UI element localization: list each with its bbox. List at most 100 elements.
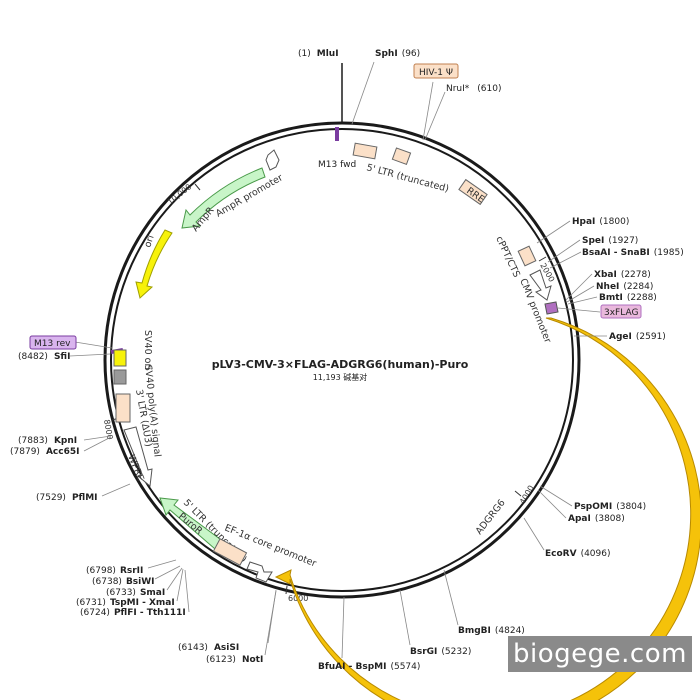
- site-tspmi[interactable]: (6731)TspMI - XmaI: [76, 568, 184, 608]
- site-pos-agei: (2591): [636, 332, 666, 342]
- site-pspomi[interactable]: PspOMI(3804): [539, 485, 646, 512]
- svg-text:SphI(96): SphI(96): [375, 49, 420, 59]
- primer-m13fwd[interactable]: [335, 127, 339, 141]
- feature-ef1a-arrow[interactable]: [246, 561, 273, 583]
- svg-text:SpeI(1927): SpeI(1927): [582, 236, 638, 246]
- feature-ltr3-box[interactable]: [115, 393, 131, 423]
- site-name-sfii: SfiI: [54, 352, 71, 362]
- site-bmgbi[interactable]: BmgBI (4824): [443, 569, 525, 636]
- svg-text:EcoRV(4096): EcoRV(4096): [545, 549, 611, 559]
- site-name-xbai: XbaI: [594, 270, 617, 280]
- feature-ampr-arrow[interactable]: [181, 167, 266, 229]
- feature-cppt-box[interactable]: [517, 245, 537, 267]
- site-mlui[interactable]: (1) MluI: [298, 49, 343, 124]
- site-rsrii[interactable]: (6798)RsrII: [86, 559, 177, 576]
- site-pos-mlui: (1): [298, 49, 311, 59]
- feature-rre-box[interactable]: [458, 178, 488, 206]
- site-bsrgi[interactable]: BsrGI(5232): [399, 589, 471, 657]
- feature-hiv-box[interactable]: [391, 147, 412, 166]
- site-pflfi[interactable]: (6724)PflFI - Tth111I: [80, 569, 190, 618]
- plasmid-title: pLV3-CMV-3×FLAG-ADGRG6(human)-Puro: [212, 358, 469, 371]
- feature-cmv-arrow[interactable]: [529, 269, 552, 301]
- primer-label-m13fwd: M13 fwd: [318, 160, 356, 170]
- site-pos-noti: (6123): [206, 655, 236, 665]
- svg-text:(6733)SmaI: (6733)SmaI: [106, 588, 165, 598]
- svg-text:(6143)AsiSI: (6143)AsiSI: [178, 643, 239, 653]
- svg-text:BmgBI(4824): BmgBI (4824): [458, 626, 525, 636]
- site-pos-ecorv: (4096): [581, 549, 611, 559]
- site-pos-acc65i: (7879): [10, 447, 40, 457]
- site-name-pflmi: PflMI: [72, 493, 98, 503]
- site-hpai[interactable]: HpaI(1800): [536, 217, 629, 244]
- site-sfii[interactable]: (8482)SfiI: [18, 352, 111, 362]
- site-bsiwi[interactable]: (6738)BsiWI: [92, 565, 181, 587]
- svg-text:NruI*(610): NruI*(610): [446, 84, 502, 94]
- backbone-inner-ring: [110, 128, 574, 592]
- site-nhei[interactable]: NheI(2284): [566, 282, 653, 303]
- site-pos-bsiwi: (6738): [92, 577, 122, 587]
- site-pos-smai: (6733): [106, 588, 136, 598]
- tick-10000: 10,000: [166, 182, 201, 207]
- svg-text:BmtI(2288): BmtI(2288): [599, 293, 657, 303]
- site-xbai[interactable]: XbaI (2278): [565, 270, 651, 301]
- site-name-bmgbi: BmgBI: [458, 626, 491, 636]
- feature-wpre-arrow[interactable]: [123, 426, 153, 487]
- site-pos-spei: (1927): [608, 236, 638, 246]
- site-kpni[interactable]: (7883)KpnI: [18, 435, 112, 446]
- svg-text:(6724)PflFI - Tth111I: (6724)PflFI - Tth111I: [80, 608, 186, 618]
- feature-hiv-tag: [413, 63, 459, 79]
- site-sphi[interactable]: SphI(96): [351, 49, 420, 125]
- site-apai[interactable]: ApaI(3808): [537, 489, 625, 524]
- feature-ori-arrow[interactable]: [135, 229, 173, 299]
- feature-ampr-promoter-arrow[interactable]: [265, 149, 280, 171]
- site-smai[interactable]: (6733)SmaI: [106, 567, 183, 598]
- site-name-sphi: SphI: [375, 49, 398, 59]
- primer-m13rev-tag: [29, 335, 77, 350]
- plasmid-size: 11,193 碱基对: [313, 372, 368, 382]
- feature-sv40ori-box[interactable]: [113, 349, 127, 367]
- site-bsaai[interactable]: BsaAI - SnaBI(1985): [549, 248, 684, 269]
- svg-text:(1)MluI: (1) MluI: [298, 49, 339, 59]
- svg-text:ApaI(3808): ApaI(3808): [568, 514, 625, 524]
- feature-ltr5b-box[interactable]: [212, 538, 248, 566]
- site-ecorv[interactable]: EcoRV(4096): [523, 517, 611, 559]
- feature-label-ori: ori: [142, 234, 156, 249]
- site-pos-rsrii: (6798): [86, 566, 116, 576]
- site-pos-tspmi: (6731): [76, 598, 106, 608]
- site-pos-bsaai: (1985): [654, 248, 684, 258]
- site-pos-apai: (3808): [595, 514, 625, 524]
- svg-text:(7879)Acc65I: (7879)Acc65I: [10, 447, 79, 457]
- site-name-bsrgi: BsrGI: [410, 647, 437, 657]
- feature-puror-arrow[interactable]: [159, 497, 229, 556]
- feature-label-flag: 3xFLAG: [604, 308, 638, 318]
- svg-text:(6731)TspMI - XmaI: (6731)TspMI - XmaI: [76, 598, 175, 608]
- site-pflmi[interactable]: (7529) PflMI: [36, 483, 131, 503]
- site-spei[interactable]: SpeI(1927): [547, 236, 638, 263]
- site-noti[interactable]: (6123)NotI: [206, 590, 277, 665]
- feature-flag-marker[interactable]: [544, 301, 559, 315]
- site-nrui[interactable]: NruI*(610): [424, 84, 502, 141]
- svg-text:(8482)SfiI: (8482)SfiI: [18, 352, 70, 362]
- site-pos-pflmi: (7529): [36, 493, 66, 503]
- site-bfuai[interactable]: BfuAI - BspMI(5574): [318, 596, 420, 672]
- site-pos-bmti: (2288): [627, 293, 657, 303]
- site-agei[interactable]: AgeI (2591): [574, 332, 666, 342]
- feature-label-adgrg6: ADGRG6: [474, 498, 508, 537]
- site-pos-pflfi: (6724): [80, 608, 110, 618]
- site-name-mlui: MluI: [317, 49, 339, 59]
- site-pos-bmgbi: (4824): [495, 626, 525, 636]
- site-pos-xbai: (2278): [621, 270, 651, 280]
- feature-flag-tag: [600, 304, 642, 319]
- site-asisi[interactable]: (6143)AsiSI: [178, 589, 277, 653]
- feature-sv40pa-box[interactable]: [113, 369, 127, 385]
- tick-label-4000: 4000: [518, 484, 536, 506]
- site-name-nhei: NheI: [596, 282, 619, 292]
- site-pos-nrui: (610): [477, 84, 501, 94]
- feature-label-cppt: cPPT/CTS: [493, 235, 522, 280]
- svg-text:XbaI(2278): XbaI (2278): [594, 270, 651, 280]
- tick-label-8000: 8000: [102, 419, 114, 441]
- site-name-agei: AgeI: [609, 332, 632, 342]
- feature-ltr5-box[interactable]: [352, 142, 378, 160]
- site-bmti[interactable]: BmtI(2288): [567, 293, 657, 305]
- site-acc65i[interactable]: (7879)Acc65I: [10, 436, 112, 457]
